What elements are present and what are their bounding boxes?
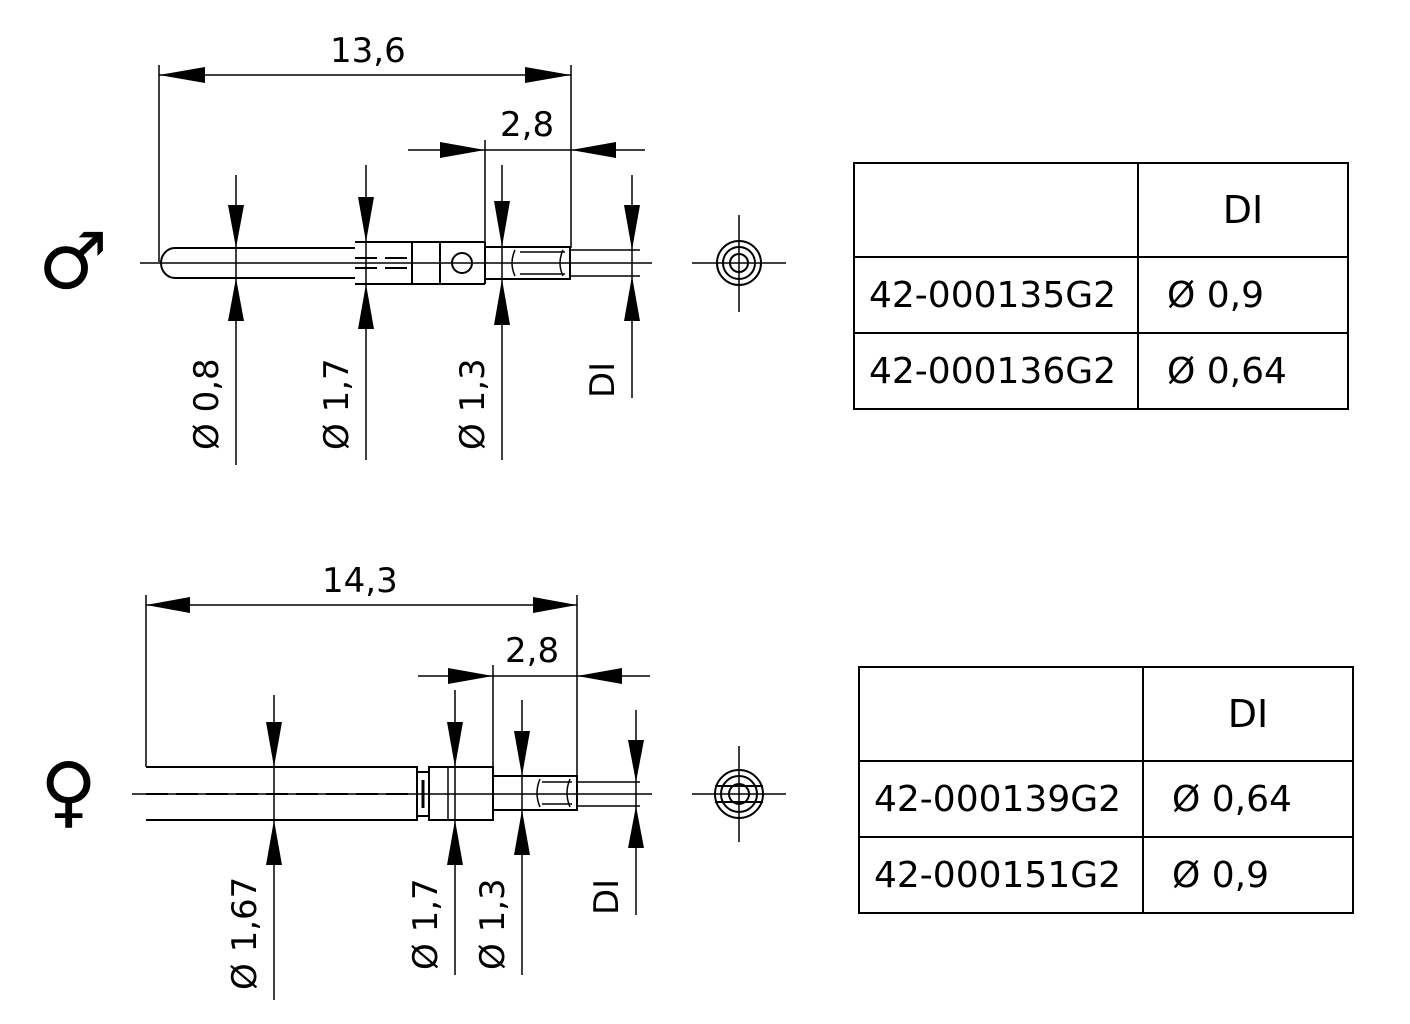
table-cell-di: Ø 0,9 bbox=[1142, 836, 1354, 914]
male-end-view bbox=[692, 215, 786, 312]
male-dim-di: DI bbox=[583, 362, 623, 398]
table-header-part bbox=[858, 666, 1144, 762]
female-dim-length-total: 14,3 bbox=[322, 561, 398, 601]
table-cell-di: Ø 0,64 bbox=[1137, 332, 1349, 410]
male-dim-d2: Ø 1,7 bbox=[317, 358, 357, 450]
table-cell-part: 42-000139G2 bbox=[858, 760, 1144, 838]
male-dim-d3: Ø 1,3 bbox=[453, 358, 493, 450]
female-socket-drawing: ♀ 14,3 2,8 bbox=[40, 561, 786, 1000]
male-inspection-hole bbox=[451, 252, 473, 274]
table-header-row: DI bbox=[853, 162, 1349, 258]
male-symbol: ♂ bbox=[38, 217, 108, 307]
female-spec-table: DI 42-000139G2 Ø 0,64 42-000151G2 Ø 0,9 bbox=[858, 666, 1354, 914]
table-header-di: DI bbox=[1137, 162, 1349, 258]
table-cell-part: 42-000136G2 bbox=[853, 332, 1139, 410]
male-crimp-sleeve bbox=[484, 246, 571, 280]
table-cell-di: Ø 0,64 bbox=[1142, 760, 1354, 838]
di-value: Ø 0,64 bbox=[1172, 778, 1292, 820]
female-dim-d3: Ø 1,3 bbox=[473, 878, 513, 970]
table-cell-di: Ø 0,9 bbox=[1137, 256, 1349, 334]
table-header-row: DI bbox=[858, 666, 1354, 762]
female-end-view bbox=[692, 746, 786, 842]
di-value: Ø 0,9 bbox=[1172, 854, 1270, 896]
table-row: 42-000136G2 Ø 0,64 bbox=[853, 332, 1349, 410]
male-spec-table: DI 42-000135G2 Ø 0,9 42-000136G2 Ø 0,64 bbox=[853, 162, 1349, 410]
table-header-di: DI bbox=[1142, 666, 1354, 762]
table-row: 42-000135G2 Ø 0,9 bbox=[853, 256, 1349, 334]
table-row: 42-000151G2 Ø 0,9 bbox=[858, 836, 1354, 914]
female-crimp-sleeve bbox=[492, 775, 578, 811]
female-dim-d1: Ø 1,67 bbox=[225, 877, 265, 990]
table-cell-part: 42-000135G2 bbox=[853, 256, 1139, 334]
male-collar bbox=[411, 241, 441, 285]
di-value: Ø 0,64 bbox=[1167, 350, 1287, 392]
female-symbol: ♀ bbox=[40, 747, 97, 837]
male-pin-drawing: ♂ 13,6 2,8 bbox=[38, 31, 786, 465]
female-dim-d2: Ø 1,7 bbox=[406, 878, 446, 970]
male-pin-shaft bbox=[160, 247, 355, 279]
table-header-part bbox=[853, 162, 1139, 258]
female-dim-di: DI bbox=[587, 879, 627, 915]
male-dim-d1: Ø 0,8 bbox=[187, 358, 227, 450]
di-value: Ø 0,9 bbox=[1167, 274, 1265, 316]
female-dim-length-sleeve: 2,8 bbox=[505, 631, 559, 671]
male-dim-length-sleeve: 2,8 bbox=[500, 105, 554, 145]
male-dim-length-total: 13,6 bbox=[330, 31, 406, 71]
table-row: 42-000139G2 Ø 0,64 bbox=[858, 760, 1354, 838]
table-cell-part: 42-000151G2 bbox=[858, 836, 1144, 914]
